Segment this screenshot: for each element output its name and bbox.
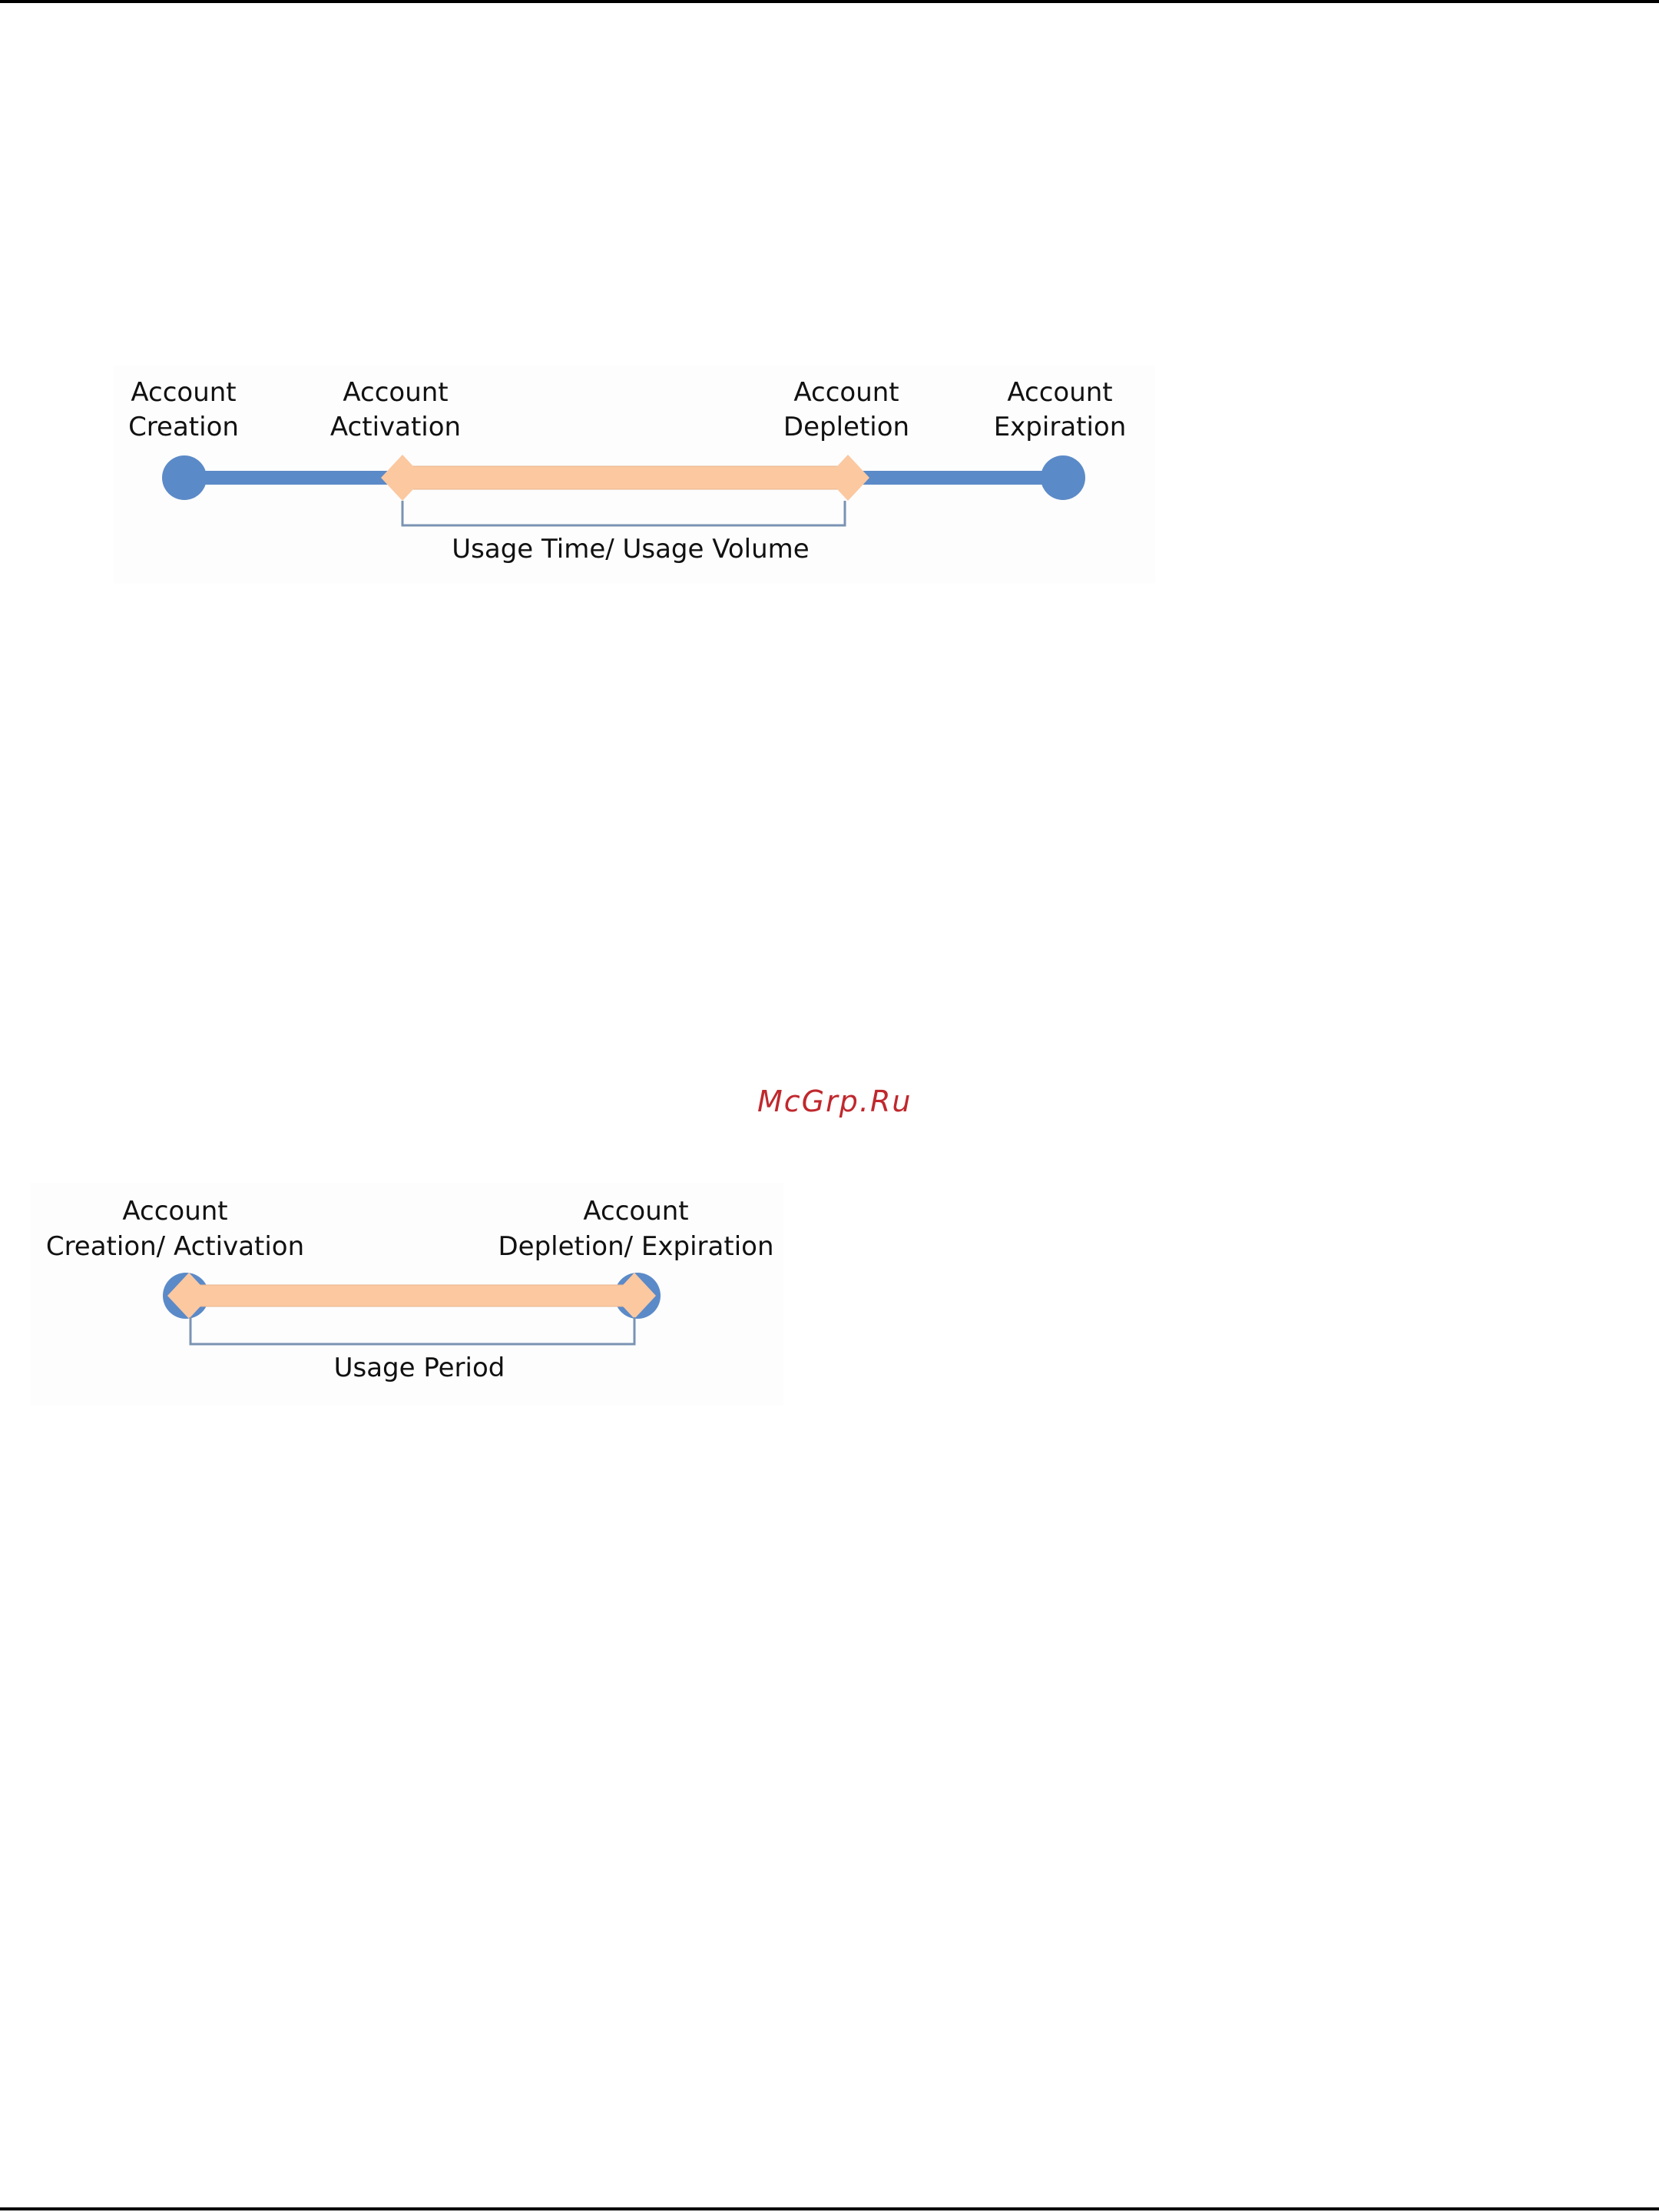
bottom-rule xyxy=(0,2207,1659,2210)
watermark-text: McGrp.Ru xyxy=(757,1084,912,1118)
end-label-line1: Account xyxy=(583,1196,688,1227)
account-lifecycle-diagram: Account Creation Account Activation Acco… xyxy=(114,366,1155,584)
creation-label-line2: Creation xyxy=(128,412,239,442)
usage-period-label: Usage Period xyxy=(334,1353,505,1383)
activation-label-line2: Activation xyxy=(330,412,461,442)
expiration-marker xyxy=(1041,455,1085,500)
expiration-label-line1: Account xyxy=(1007,377,1112,408)
depletion-label-line2: Depletion xyxy=(783,412,909,442)
usage-span-label: Usage Time/ Usage Volume xyxy=(452,534,809,565)
creation-label-line1: Account xyxy=(131,377,236,408)
usage-bracket xyxy=(402,501,845,525)
start-label-line1: Account xyxy=(122,1196,227,1227)
usage-period-bar xyxy=(189,1285,634,1306)
start-label-line2: Creation/ Activation xyxy=(46,1231,304,1262)
creation-marker xyxy=(162,455,207,500)
activation-marker xyxy=(381,455,424,501)
usage-bar xyxy=(402,466,853,489)
usage-period-diagram: Account Creation/ Activation Account Dep… xyxy=(31,1183,783,1406)
depletion-label-line1: Account xyxy=(793,377,899,408)
top-rule xyxy=(0,0,1659,3)
lifecycle-svg: Account Creation Account Activation Acco… xyxy=(114,366,1155,584)
activation-label-line1: Account xyxy=(343,377,448,408)
end-label-line2: Depletion/ Expiration xyxy=(498,1231,773,1262)
expiration-label-line2: Expiration xyxy=(994,412,1127,442)
depletion-marker xyxy=(826,455,869,501)
usage-period-svg: Account Creation/ Activation Account Dep… xyxy=(31,1183,783,1406)
usage-period-bracket xyxy=(190,1317,634,1344)
